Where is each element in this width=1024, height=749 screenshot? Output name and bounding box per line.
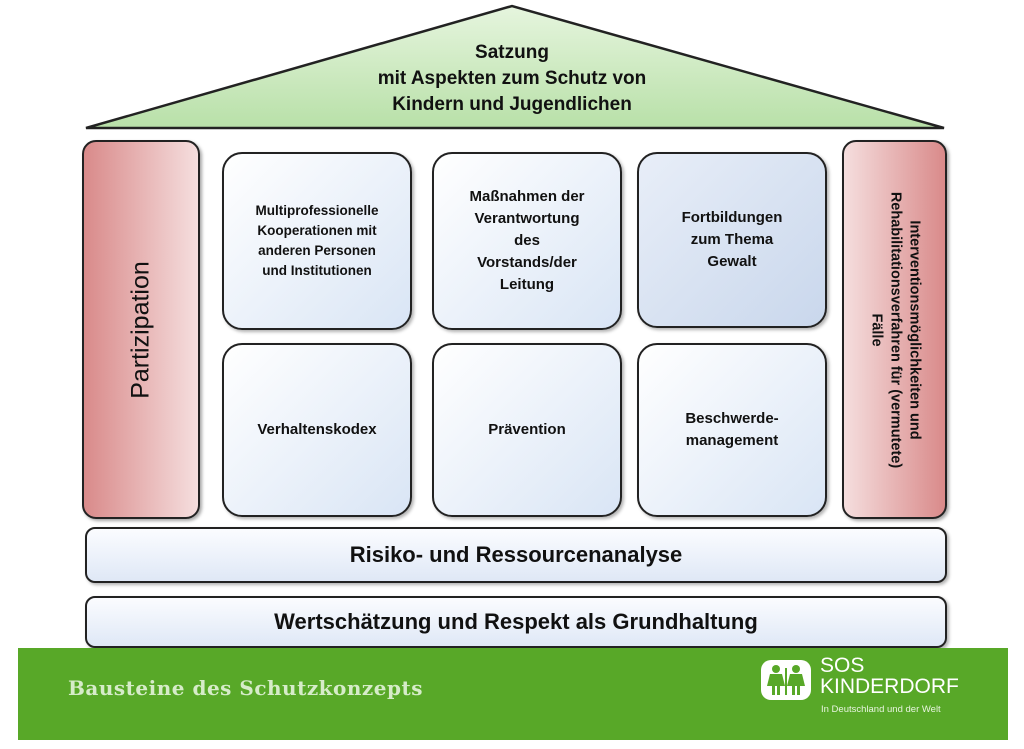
box-line: Leitung [499, 276, 555, 293]
pillar-participation: Partizipation [82, 140, 200, 519]
box-code-of-conduct: Verhaltenskodex [222, 343, 412, 517]
footer-band: Bausteine des Schutzkonzepts SOS KINDERD… [18, 648, 1008, 740]
pillar-line: Fälle [868, 312, 884, 347]
box-line: Vorstands/der [477, 254, 577, 271]
roof-line: Kindern und Jugendlichen [392, 94, 632, 115]
roof-line: mit Aspekten zum Schutz von [377, 68, 647, 89]
pillar-intervention: Interventionsmöglichkeiten und Rehabilit… [842, 140, 947, 519]
box-line: zum Thema [690, 231, 774, 248]
box-line: Prävention [488, 421, 566, 438]
box-line: Verantwortung [474, 210, 580, 227]
pillar-label: Partizipation [126, 260, 155, 399]
bar-foundation: Wertschätzung und Respekt als Grundhaltu… [85, 596, 947, 648]
pillar-line: Interventionsmöglichkeiten und [906, 219, 922, 440]
roof-label: Satzung mit Aspekten zum Schutz von Kind… [300, 40, 724, 118]
footer-title: Bausteine des Schutzkonzepts [68, 676, 423, 700]
box-line: und Institutionen [262, 263, 372, 278]
box-complaints: Beschwerde-management [637, 343, 827, 517]
bar-risk-analysis: Risiko- und Ressourcenanalyse [85, 527, 947, 583]
box-line: Multiprofessionelle [255, 203, 379, 218]
box-line: Maßnahmen der [469, 188, 585, 205]
sos-children-logo-icon [761, 660, 811, 700]
pillar-label: Interventionsmöglichkeiten und Rehabilit… [866, 191, 923, 467]
logo-text-sos: SOS [820, 654, 865, 677]
roof-triangle [85, 4, 945, 130]
box-line: Verhaltenskodex [257, 421, 377, 438]
logo-tagline: In Deutschland und der Welt [821, 704, 941, 715]
pillar-line: Rehabilitationsverfahren für (vermutete) [887, 191, 903, 468]
box-line: Gewalt [707, 253, 757, 270]
box-line: anderen Personen [258, 243, 376, 258]
roof-line: Satzung [475, 42, 549, 63]
logo-text-kinderdorf: KINDERDORF [820, 675, 959, 698]
box-line: Kooperationen mit [257, 223, 377, 238]
box-line: Fortbildungen [681, 209, 783, 226]
box-prevention: Prävention [432, 343, 622, 517]
box-line: Beschwerde- [685, 410, 779, 427]
box-line: management [685, 432, 779, 449]
box-line: des [514, 232, 540, 249]
